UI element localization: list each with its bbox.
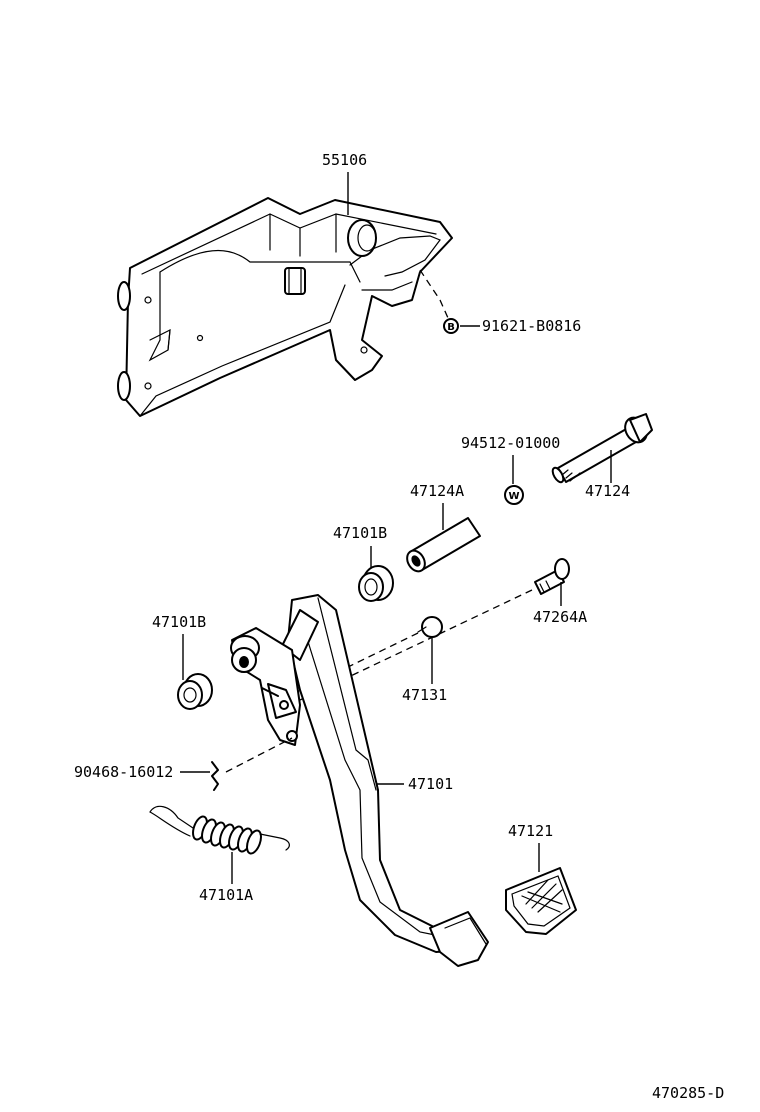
bushing-upper-drawing — [358, 565, 394, 602]
label-return-spring: 47101A — [199, 886, 253, 904]
dashed-clip — [225, 737, 293, 773]
dashed-stopper — [299, 589, 533, 701]
label-collar: 47124A — [410, 482, 464, 500]
pedal-bracket-drawing — [117, 197, 453, 417]
pedal-pad-drawing — [505, 867, 577, 935]
collar-drawing — [406, 517, 481, 573]
washer-marker: W — [508, 491, 519, 502]
label-bushing-upper: 47101B — [333, 524, 387, 542]
label-pedal-pad: 47121 — [508, 822, 553, 840]
bolt-b-symbol: B — [443, 318, 459, 334]
dashed-bolt-b — [419, 269, 449, 319]
diagram-code: 470285-D — [652, 1084, 724, 1102]
label-pivot-bolt: 47124 — [585, 482, 630, 500]
label-pedal-arm: 47101 — [408, 775, 453, 793]
bolt-b-marker: B — [447, 322, 455, 333]
label-bolt-b: 91621-B0816 — [482, 317, 581, 335]
label-clip: 90468-16012 — [74, 763, 173, 781]
clip-drawing — [211, 761, 219, 791]
bushing-left-drawing — [177, 673, 213, 710]
return-spring-drawing — [149, 805, 290, 855]
washer-symbol: W — [504, 485, 524, 505]
pivot-bolt-drawing — [551, 413, 653, 484]
stopper-bolt-drawing — [534, 558, 570, 595]
cushion-drawing — [417, 616, 443, 638]
label-cushion: 47131 — [402, 686, 447, 704]
label-stopper-bolt: 47264A — [533, 608, 587, 626]
label-bushing-left: 47101B — [152, 613, 206, 631]
pedal-arm-drawing — [230, 594, 489, 967]
label-washer: 94512-01000 — [461, 434, 560, 452]
label-bracket: 55106 — [322, 151, 367, 169]
